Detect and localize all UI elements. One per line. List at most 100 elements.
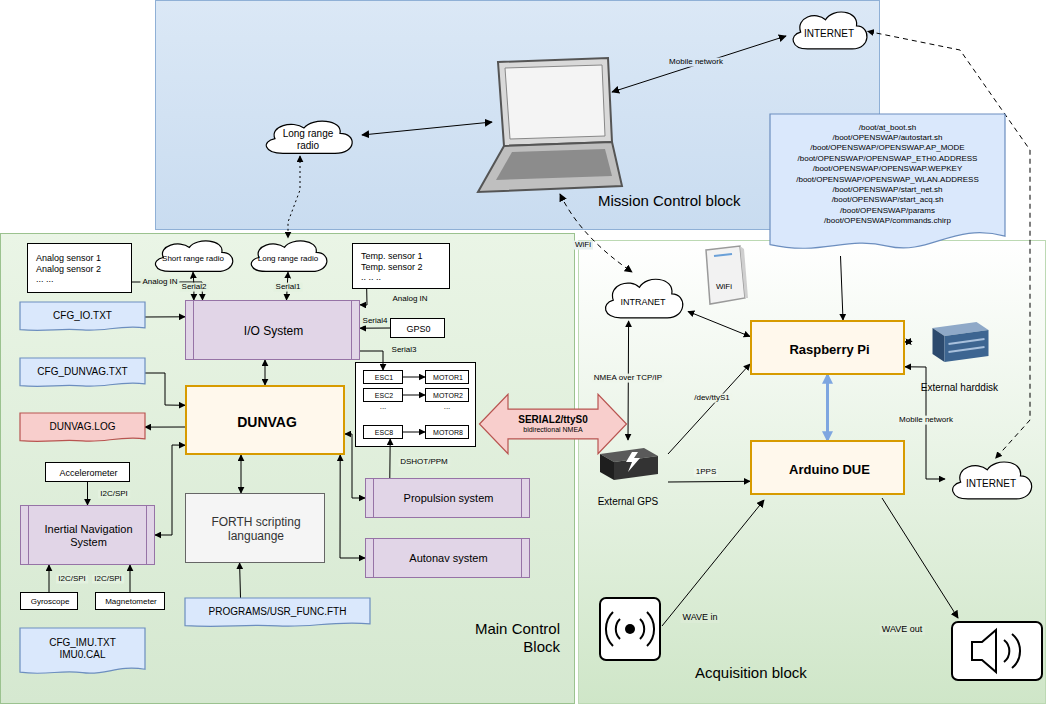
node-label: GPS0 (406, 324, 430, 335)
connector (345, 434, 365, 498)
node-label: Accelerometer (59, 468, 117, 479)
text-area: Temp. sensor 1 Temp. sensor 2 .. .. .. (357, 245, 447, 289)
component-box: Accelerometer (45, 462, 130, 482)
text-area: Short range radio (161, 247, 226, 271)
node-label: Gyroscope (31, 597, 70, 607)
harddisk-icon (912, 318, 1007, 364)
component-box: Temp. sensor 1 Temp. sensor 2 .. .. .. (352, 243, 450, 289)
connector (340, 455, 365, 558)
text-area: FORTH scripting languange (190, 495, 322, 563)
node-label: Propulsion system (404, 492, 494, 505)
network-cloud: Long range radio (258, 116, 358, 156)
node-label: Temp. sensor 1 Temp. sensor 2 .. .. .. (361, 251, 429, 283)
connector-label: /dev/ttyS1 (692, 394, 732, 403)
text-area: GPS0 (395, 320, 442, 338)
sarrow-path (480, 394, 627, 454)
connector-label: I2C/SPI (92, 575, 124, 584)
node-label: ESC8 (375, 429, 393, 437)
network-cloud: Short range radio (148, 236, 238, 274)
ellipsis-mark: ... (442, 403, 453, 412)
text-area: SERIAL2/ttyS0bidirectional NMEA (508, 408, 598, 440)
node-label: MOTOR8 (433, 429, 463, 437)
speaker-icon (952, 622, 1042, 680)
component-box: Magnetometer (95, 592, 165, 610)
laptop-illustration (478, 58, 622, 192)
radio-link (362, 122, 492, 135)
text-area: /boot/at_boot.sh/boot/OPENSWAP/autostart… (774, 116, 1001, 233)
connector (668, 481, 750, 483)
connector (403, 377, 425, 378)
text-area: CFG_IMU.TXTIMU0.CAL (24, 630, 141, 668)
connector (360, 328, 390, 329)
text-area: MOTOR8 (430, 427, 466, 439)
cloud-path (793, 12, 867, 49)
subsystem-box: I/O System (185, 300, 360, 360)
doc-path (20, 628, 145, 673)
connector-label: NMEA over TCP/IP (592, 374, 664, 383)
node-label: Analog sensor 1 Analog sensor 2 ... ... (36, 253, 111, 285)
device-icon: WiFi (700, 246, 748, 306)
annotation-label: WAVE out (880, 625, 925, 635)
cloud-path (266, 121, 352, 153)
connector (241, 455, 242, 493)
node-label: /boot/OPENSWAP/OPENSWAP_ETH0.ADDRESS (798, 154, 978, 164)
network-cloud: INTERNET (945, 456, 1037, 502)
connector (155, 445, 185, 535)
text-area: ESC8 (368, 427, 400, 439)
node-label: INTRANET (620, 297, 665, 308)
block-title: Acquisition block (695, 664, 895, 682)
node-label: SERIAL2/ttyS0 (518, 414, 587, 426)
subsystem-box: Inertial Navigation System (20, 505, 155, 565)
connector (87, 482, 88, 505)
component-box: ESC1 (363, 370, 403, 384)
node-label: Short range radio (162, 254, 224, 264)
text-area: WiFi (700, 276, 748, 297)
node-label: Long range radio (258, 254, 319, 264)
connector-label: Serial3 (390, 346, 419, 355)
text-area: CFG_IO.TXT (24, 304, 141, 327)
node-label: CFG_DUNVAG.TXT (37, 366, 127, 378)
node-label: /boot/OPENSWAP/OPENSWAP_WLAN.ADDRESS (796, 175, 979, 185)
component-box: Analog sensor 1 Analog sensor 2 ... ... (27, 243, 132, 293)
panel-ground (579, 241, 1046, 704)
connector (145, 373, 185, 405)
text-area: Autonav system (376, 541, 521, 577)
router-icon (700, 246, 748, 306)
text-area: ESC2 (368, 390, 400, 402)
file-document: CFG_IMU.TXTIMU0.CAL (20, 628, 145, 676)
text-area: Raspberry Pi (756, 323, 903, 376)
text-area: Gyroscope (25, 594, 75, 610)
text-area: Magnetometer (100, 594, 162, 610)
connector-label: Analog IN (390, 295, 429, 304)
subsystem-box: Propulsion system (365, 478, 530, 518)
connector (145, 316, 185, 317)
component-box: MOTOR1 (425, 370, 469, 384)
connector-label: Analog IN (140, 278, 179, 287)
text-area: CFG_DUNVAG.TXT (24, 360, 141, 383)
node-label: DUNVAG (237, 414, 297, 431)
node-label: /boot/OPENSWAP/OPENSWAP.WEPKEY (813, 164, 963, 174)
text-area: INTRANET (611, 287, 676, 317)
text-area: External harddisk (908, 380, 1011, 396)
text-area: Propulsion system (376, 481, 521, 517)
text-area: External GPS (584, 494, 672, 510)
text-area: INTERNET (798, 20, 860, 49)
connector-label: DSHOT/PPM (398, 458, 450, 467)
text-area: Inertial Navigation System (31, 508, 146, 564)
node-label: INTERNET (966, 478, 1016, 490)
cloud-path (953, 462, 1032, 499)
node-label: WiFi (716, 282, 732, 292)
gps-receiver-icon (588, 440, 668, 484)
block-panel: Main Control BlockAnalog sensor 1 Analog… (0, 233, 575, 704)
esc-group-box (356, 363, 476, 447)
component-box: Arduino DUE (750, 440, 905, 495)
node-label: PROGRAMS/USR_FUNC.FTH (209, 606, 347, 618)
connector (239, 563, 241, 598)
node-label: IMU0.CAL (59, 649, 105, 661)
text-area: ESC1 (368, 372, 400, 384)
panel-ground (1, 234, 575, 704)
doc-path (185, 598, 370, 626)
ellipsis-mark: ... (378, 403, 389, 412)
node-label: Inertial Navigation System (31, 523, 146, 549)
connector (360, 289, 367, 305)
